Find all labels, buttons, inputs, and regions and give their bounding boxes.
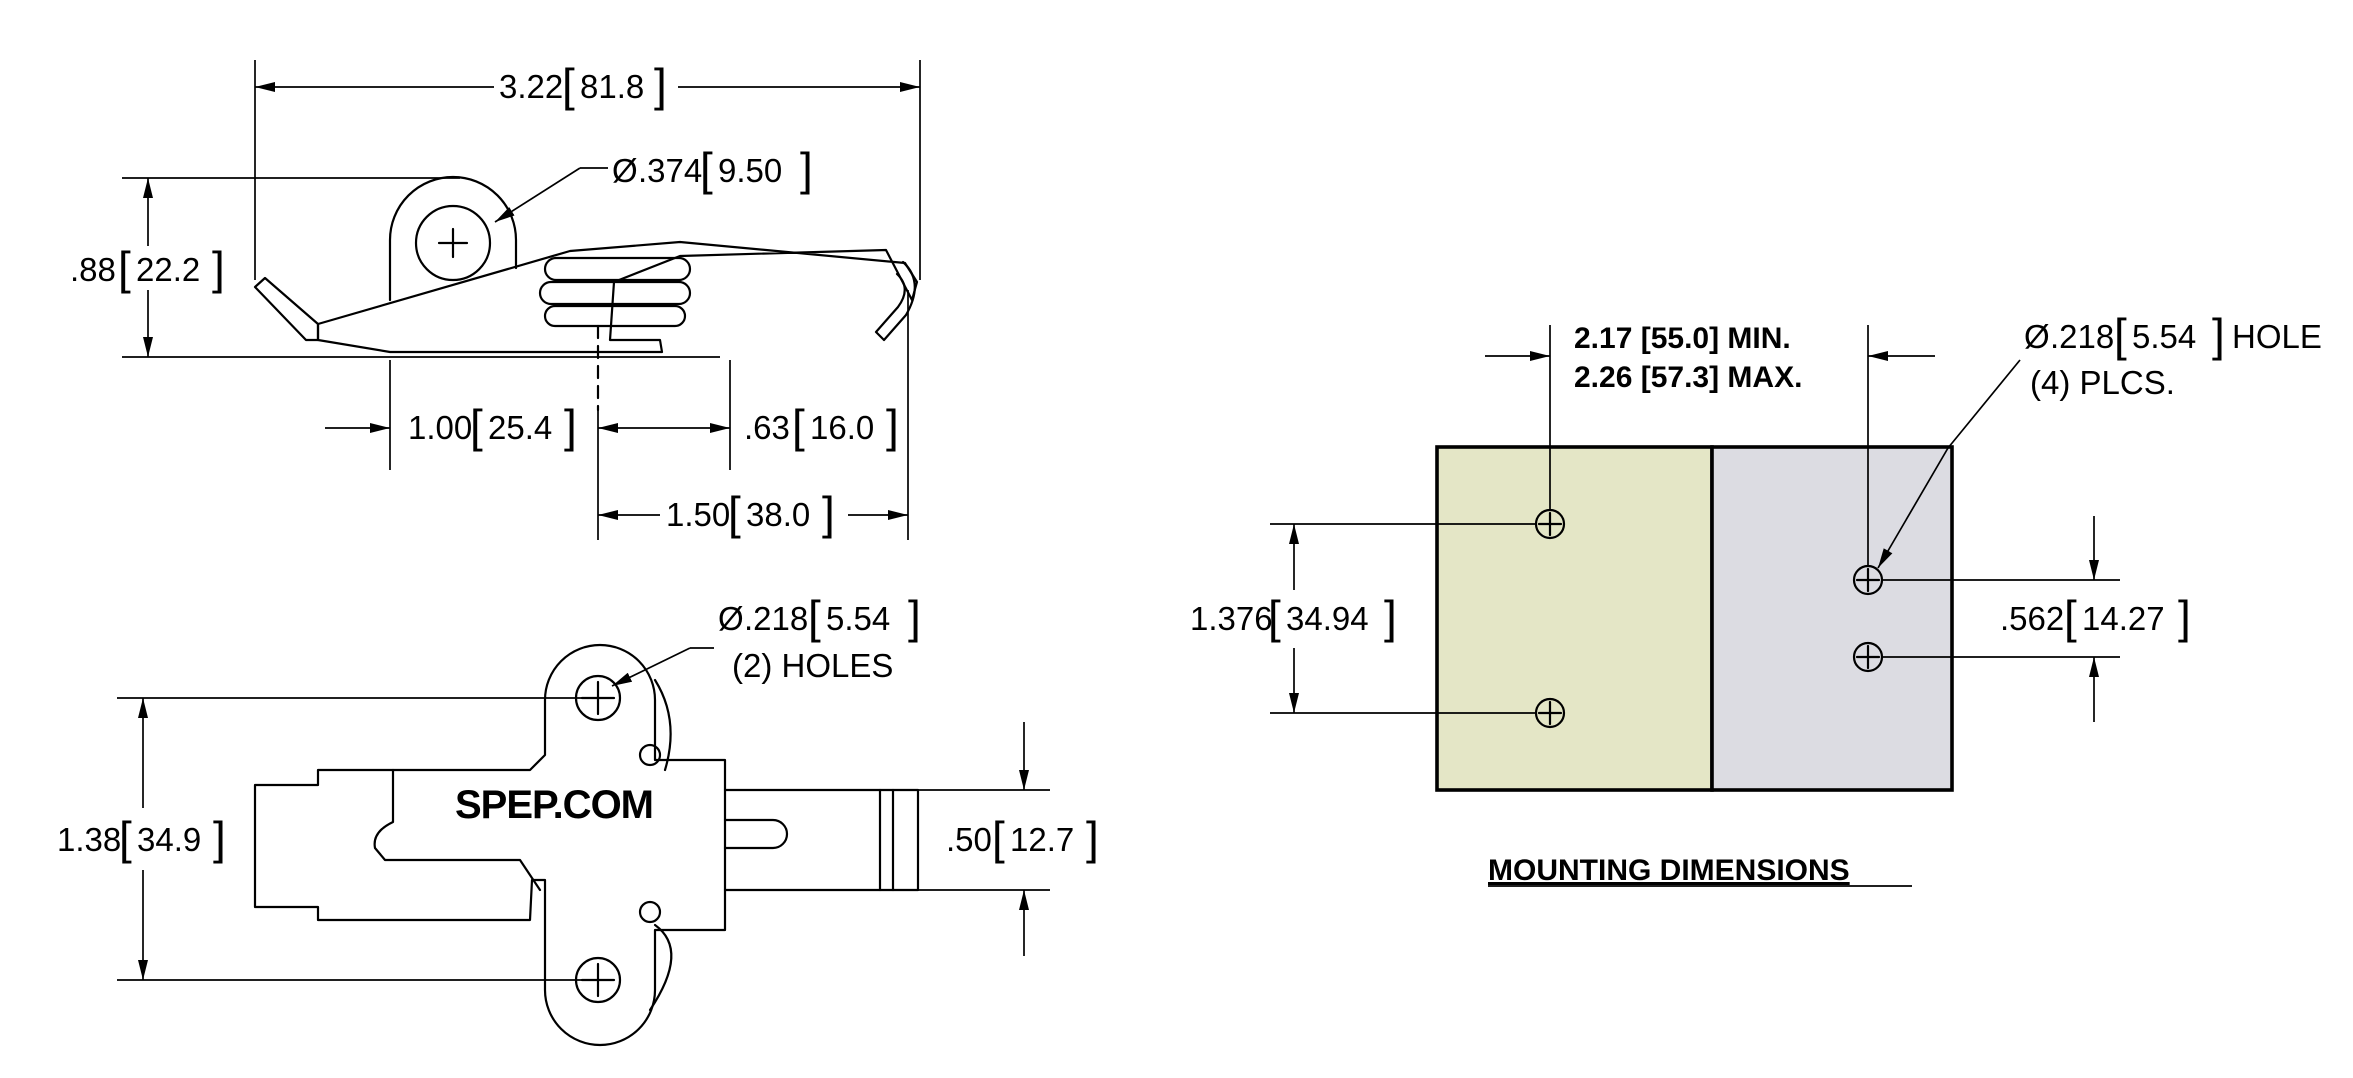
svg-text:]: ] bbox=[2212, 309, 2225, 361]
dim-top-hole-diameter: Ø .218 [ 5.54 ] (2) HOLES bbox=[718, 591, 921, 684]
left-mounting-plate bbox=[1435, 445, 1714, 792]
dim-center-to-hook: 1.50 [ 38.0 ] bbox=[666, 487, 835, 539]
svg-text:[: [ bbox=[700, 143, 713, 195]
keeper-tongue bbox=[723, 818, 789, 850]
svg-text:38.0: 38.0 bbox=[746, 496, 810, 533]
dim-keeper-width: .50 [ 12.7 ] bbox=[946, 812, 1099, 864]
right-mounting-plate bbox=[1710, 445, 1954, 792]
mounting-title: MOUNTING DIMENSIONS bbox=[1488, 854, 1850, 887]
svg-text:[: [ bbox=[562, 59, 575, 111]
svg-text:]: ] bbox=[213, 812, 226, 864]
svg-text:34.94: 34.94 bbox=[1286, 600, 1369, 637]
svg-text:22.2: 22.2 bbox=[136, 251, 200, 288]
svg-text:[: [ bbox=[808, 591, 821, 643]
svg-text:[: [ bbox=[1268, 591, 1281, 643]
side-view: 3.22 [ 81.8 ] .88 [ 22.2 ] Ø .374 [ 9.50… bbox=[70, 59, 921, 540]
logo: SPEP.COM bbox=[455, 783, 653, 827]
svg-text:[: [ bbox=[2064, 591, 2077, 643]
svg-text:]: ] bbox=[908, 591, 921, 643]
inner-slot bbox=[373, 768, 542, 892]
svg-text:]: ] bbox=[1086, 812, 1099, 864]
svg-text:.218: .218 bbox=[744, 600, 808, 637]
svg-text:1.38: 1.38 bbox=[57, 821, 121, 858]
svg-text:(2) HOLES: (2) HOLES bbox=[732, 647, 893, 684]
top-view: SPEP.COM Ø .218 [ 5.54 ] (2) HOLES 1.38 … bbox=[57, 591, 1099, 1047]
svg-text:3.22: 3.22 bbox=[499, 68, 563, 105]
spring-icon bbox=[538, 256, 692, 412]
svg-text:]: ] bbox=[1384, 591, 1397, 643]
svg-text:12.7: 12.7 bbox=[1010, 821, 1074, 858]
keeper-plate bbox=[723, 788, 920, 892]
svg-text:5.54: 5.54 bbox=[826, 600, 890, 637]
svg-text:.374: .374 bbox=[638, 152, 702, 189]
hook-tip bbox=[874, 260, 916, 342]
svg-text:Ø: Ø bbox=[612, 152, 638, 189]
svg-text:(4) PLCS.: (4) PLCS. bbox=[2030, 364, 2175, 401]
dim-right-hole-spacing: .562 [ 14.27 ] bbox=[2000, 591, 2191, 643]
mounting-view: 2.17 [55.0] MIN. 2.26 [57.3] MAX. Ø .218… bbox=[1190, 309, 2322, 887]
svg-text:HOLE: HOLE bbox=[2232, 318, 2322, 355]
dim-hook-offset: .63 [ 16.0 ] bbox=[744, 400, 899, 452]
latch-plate bbox=[253, 643, 727, 1047]
dim-hole-spacing: 1.38 [ 34.9 ] bbox=[57, 812, 226, 864]
svg-text:14.27: 14.27 bbox=[2082, 600, 2165, 637]
svg-text:[: [ bbox=[728, 487, 741, 539]
svg-text:]: ] bbox=[564, 400, 577, 452]
dim-overall-length: 3.22 [ 81.8 ] bbox=[499, 59, 667, 111]
svg-text:]: ] bbox=[822, 487, 835, 539]
mount-max-label: 2.26 [57.3] MAX. bbox=[1574, 361, 1802, 394]
dim-mount-hole-diameter: Ø .218 [ 5.54 ] HOLE (4) PLCS. bbox=[2024, 309, 2322, 401]
svg-text:.562: .562 bbox=[2000, 600, 2064, 637]
svg-text:[: [ bbox=[470, 400, 483, 452]
svg-text:Ø: Ø bbox=[2024, 318, 2050, 355]
svg-text:5.54: 5.54 bbox=[2132, 318, 2196, 355]
pivot-circle bbox=[414, 204, 492, 282]
svg-text:[: [ bbox=[792, 400, 805, 452]
svg-text:.50: .50 bbox=[946, 821, 992, 858]
svg-text:]: ] bbox=[800, 143, 813, 195]
svg-text:25.4: 25.4 bbox=[488, 409, 552, 446]
thumb-tab bbox=[253, 276, 320, 342]
latch-body bbox=[316, 240, 919, 354]
pivot-center-mark bbox=[437, 227, 469, 259]
svg-text:Ø: Ø bbox=[718, 600, 744, 637]
svg-text:[: [ bbox=[992, 812, 1005, 864]
svg-text:]: ] bbox=[2178, 591, 2191, 643]
svg-text:[: [ bbox=[119, 812, 132, 864]
svg-text:.88: .88 bbox=[70, 251, 116, 288]
svg-text:]: ] bbox=[654, 59, 667, 111]
svg-text:1.00: 1.00 bbox=[408, 409, 472, 446]
dim-base-offset: 1.00 [ 25.4 ] bbox=[408, 400, 577, 452]
dim-left-hole-spacing: 1.376 [ 34.94 ] bbox=[1190, 591, 1397, 643]
svg-text:1.50: 1.50 bbox=[666, 496, 730, 533]
svg-text:.63: .63 bbox=[744, 409, 790, 446]
svg-text:[: [ bbox=[118, 242, 131, 294]
svg-text:81.8: 81.8 bbox=[580, 68, 644, 105]
svg-text:9.50: 9.50 bbox=[718, 152, 782, 189]
svg-text:[: [ bbox=[2114, 309, 2127, 361]
svg-text:1.376: 1.376 bbox=[1190, 600, 1273, 637]
svg-text:34.9: 34.9 bbox=[137, 821, 201, 858]
svg-text:]: ] bbox=[212, 242, 225, 294]
dim-height: .88 [ 22.2 ] bbox=[70, 242, 225, 294]
svg-text:.218: .218 bbox=[2050, 318, 2114, 355]
svg-text:16.0: 16.0 bbox=[810, 409, 874, 446]
svg-text:]: ] bbox=[886, 400, 899, 452]
mount-min-label: 2.17 [55.0] MIN. bbox=[1574, 322, 1791, 355]
dim-pivot-diameter: Ø .374 [ 9.50 ] bbox=[612, 143, 813, 195]
